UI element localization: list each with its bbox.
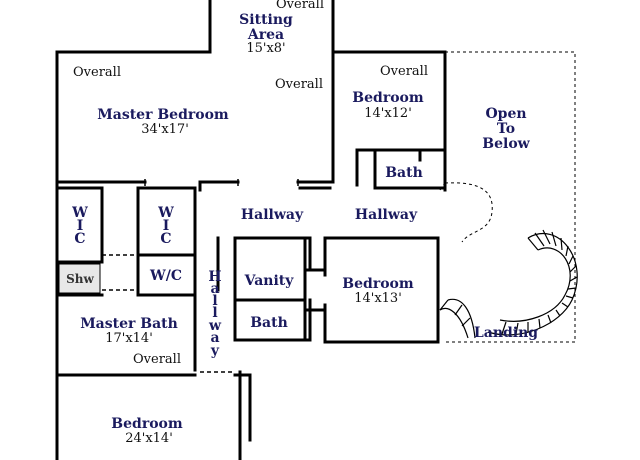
master-bedroom-overall-left: Overall bbox=[73, 65, 121, 80]
wc-label: W/C bbox=[149, 268, 182, 284]
bedroom-sw-dimensions: 24'x14' bbox=[125, 431, 173, 446]
sitting-area-dimensions: 15'x8' bbox=[246, 41, 285, 56]
wic-right-letter-3: C bbox=[160, 231, 171, 247]
wic-left-letter-3: C bbox=[74, 231, 85, 247]
hallway-vertical-letter-1: H bbox=[208, 269, 221, 285]
hallway-right-label: Hallway bbox=[355, 207, 418, 223]
hallway-vertical-letter-7: y bbox=[210, 343, 220, 359]
wic-right-letter-2: I bbox=[163, 218, 170, 234]
bedroom-center-label: Bedroom bbox=[342, 276, 414, 292]
wic-right-letter-1: W bbox=[157, 205, 174, 221]
hallway-vertical-letter-6: a bbox=[210, 330, 219, 346]
hallway-vertical-letter-4: l bbox=[212, 305, 217, 321]
sitting-area-overall: Overall bbox=[276, 0, 324, 12]
master-bath-dimensions: 17'x14' bbox=[105, 331, 153, 346]
master-bath-overall: Overall bbox=[133, 352, 181, 367]
hallway-vertical-letter-5: w bbox=[208, 318, 222, 334]
bedroom-ne-label: Bedroom bbox=[352, 90, 424, 106]
shower-area bbox=[58, 263, 101, 294]
bedroom-sw-label: Bedroom bbox=[111, 416, 183, 432]
master-bedroom-dimensions: 34'x17' bbox=[141, 122, 189, 137]
shower-label: Shw bbox=[66, 272, 94, 286]
bath-ne-label: Bath bbox=[385, 165, 423, 181]
master-bedroom-overall-right: Overall bbox=[275, 77, 323, 92]
sitting-area-label-2: Area bbox=[247, 27, 284, 43]
hallway-left-label: Hallway bbox=[241, 207, 304, 223]
sitting-area-label-1: Sitting bbox=[239, 12, 293, 28]
door-ticks bbox=[102, 179, 299, 460]
open-to-below-boundary bbox=[439, 51, 576, 343]
bedroom-ne-overall: Overall bbox=[380, 64, 428, 79]
wic-left-letter-1: W bbox=[71, 205, 88, 221]
open-to-below-label-1: Open bbox=[485, 106, 526, 122]
master-bedroom-label: Master Bedroom bbox=[97, 107, 229, 123]
open-to-below-label-2: To bbox=[497, 121, 515, 137]
vanity-label: Vanity bbox=[244, 273, 295, 289]
hallway-vertical-letter-3: l bbox=[212, 293, 217, 309]
wic-left-letter-2: I bbox=[77, 218, 84, 234]
hallway-vertical-letter-2: a bbox=[210, 281, 219, 297]
open-to-below-label-3: Below bbox=[482, 136, 530, 152]
bedroom-center-dimensions: 14'x13' bbox=[354, 291, 402, 306]
master-bath-label: Master Bath bbox=[80, 316, 178, 332]
landing-label: Landing bbox=[474, 325, 538, 341]
walls bbox=[55, 0, 447, 460]
bedroom-ne-dimensions: 14'x12' bbox=[364, 106, 412, 121]
curved-staircase bbox=[439, 229, 578, 339]
bath-center-label: Bath bbox=[250, 315, 288, 331]
